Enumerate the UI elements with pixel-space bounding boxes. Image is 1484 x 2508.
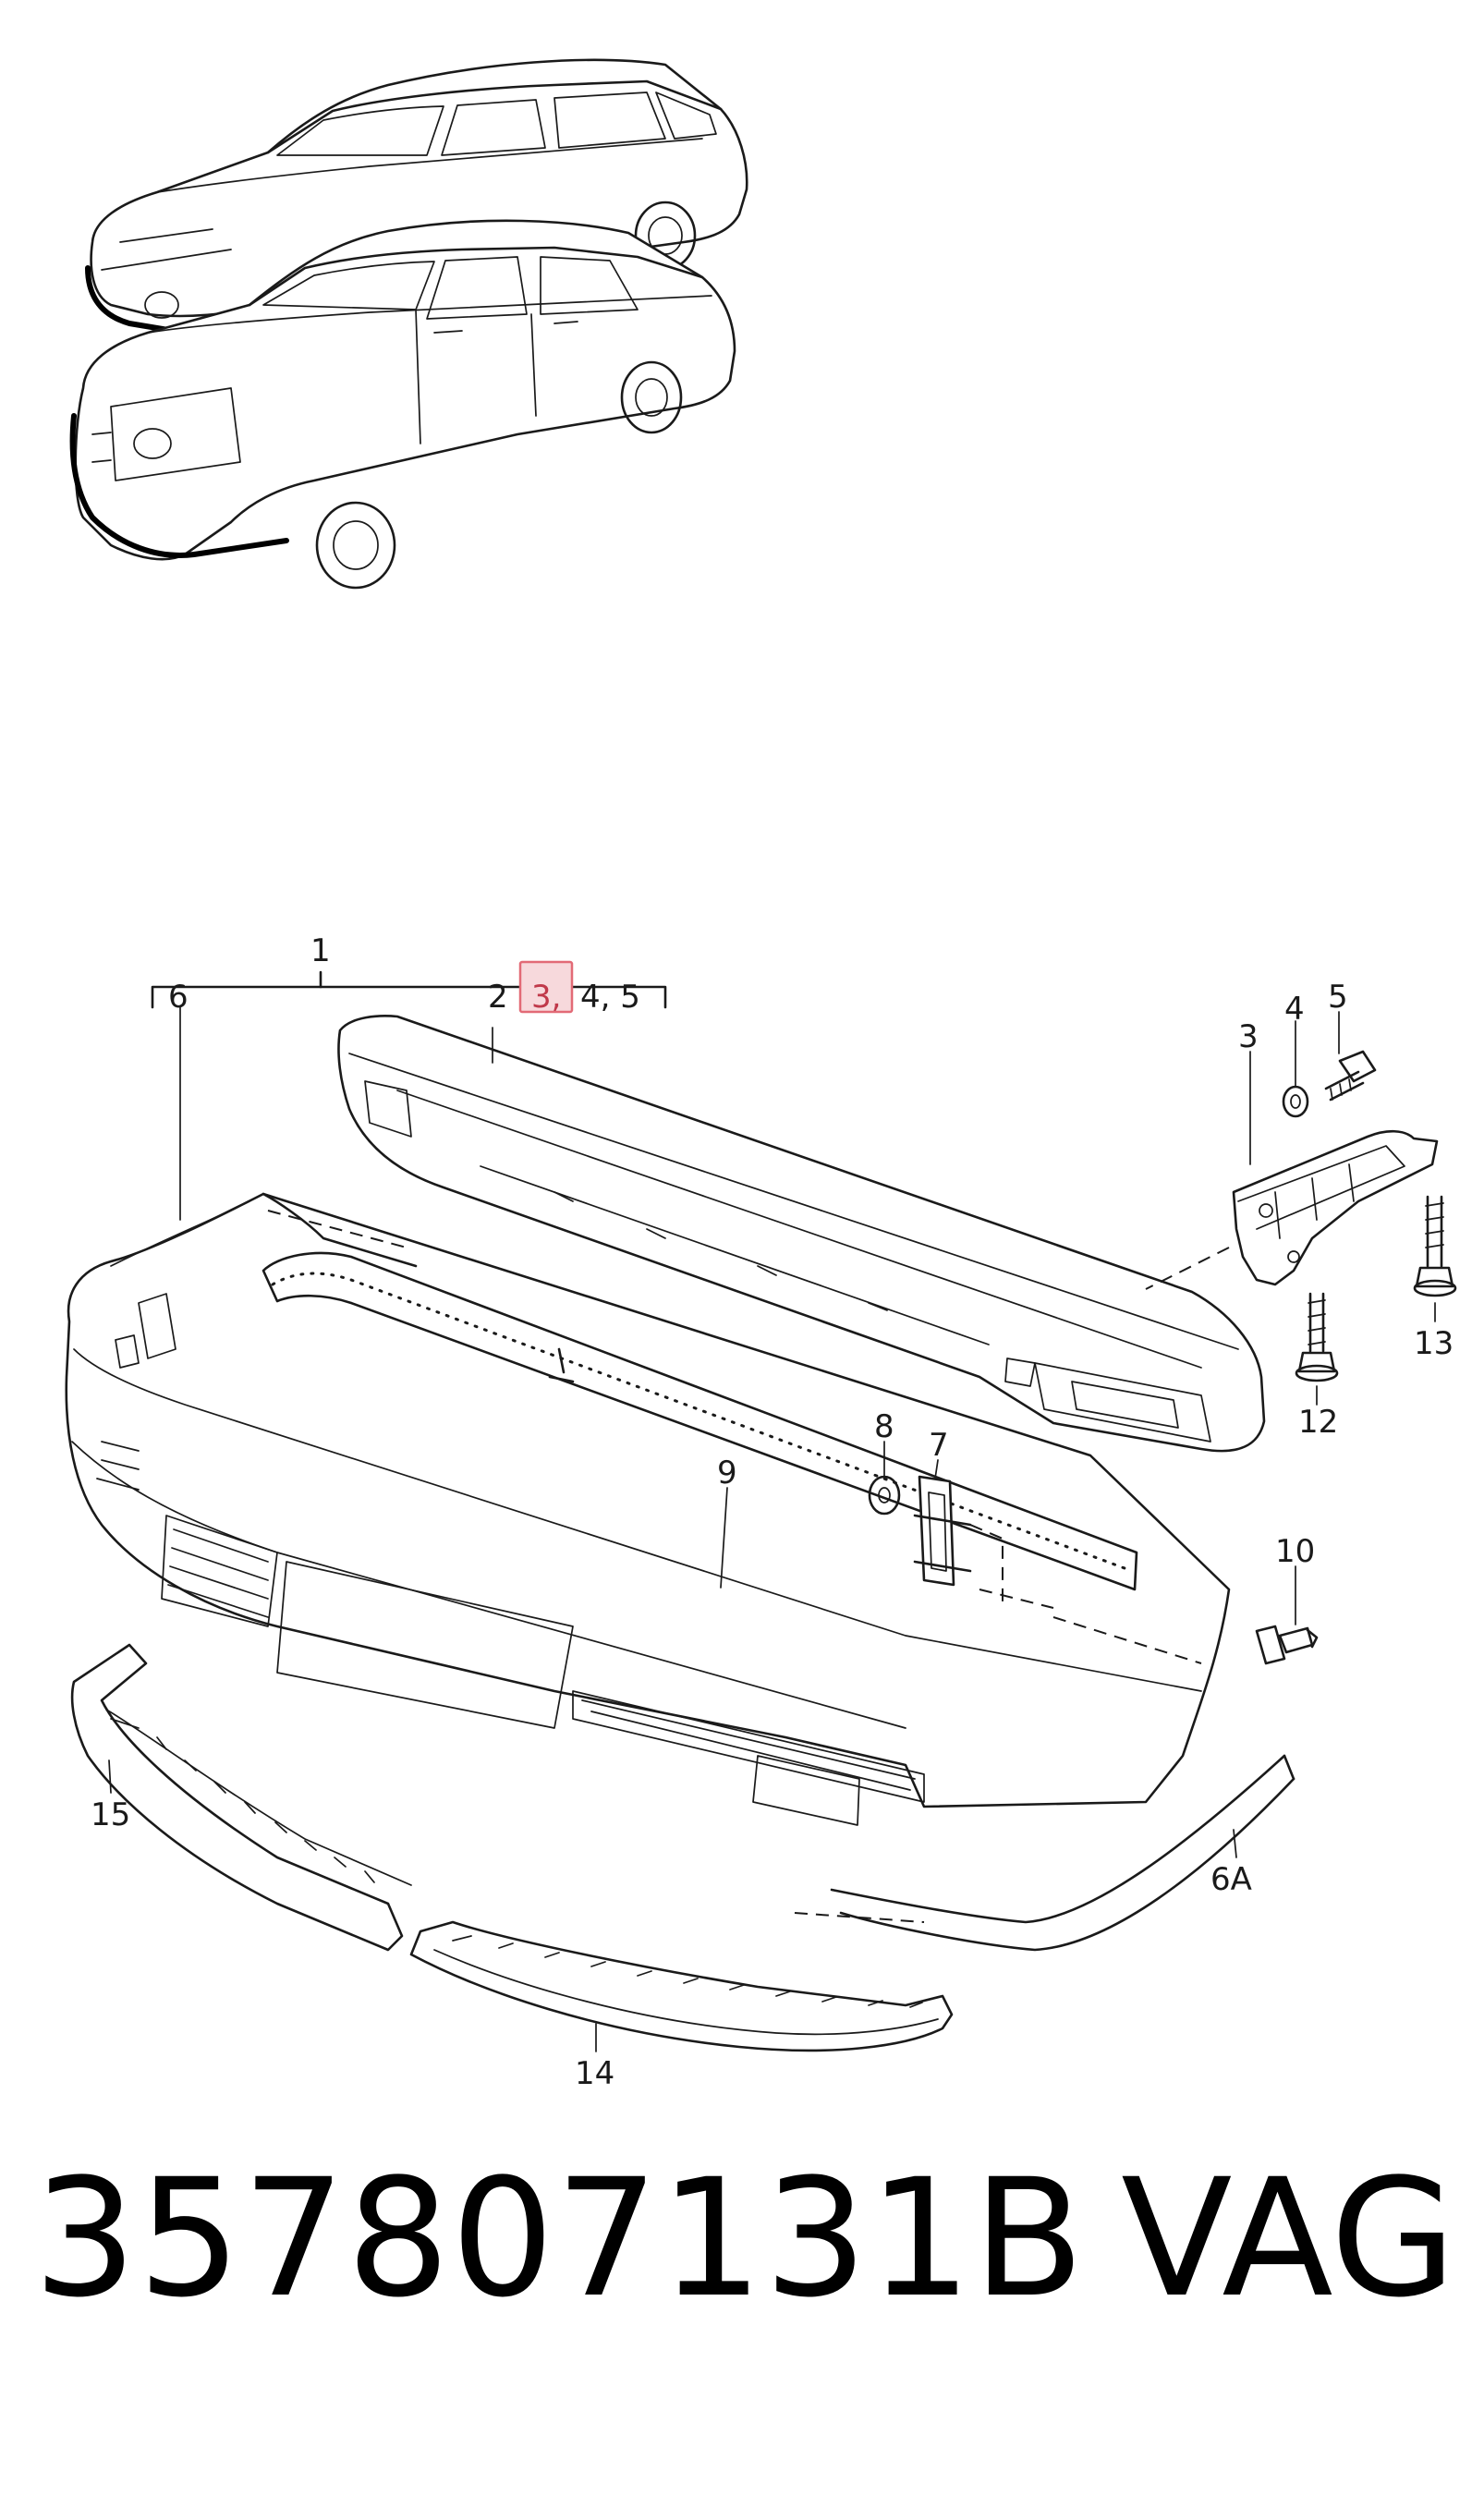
callout-labels: 1 2 3, 4, 5 6 3 4 5 8 7 9 10 12 13 15 6A… <box>91 932 1454 2092</box>
lower-spoiler-center <box>409 1920 954 2052</box>
leader-lines <box>108 1006 1436 2052</box>
trim-strip-6a <box>830 1754 1295 1952</box>
callout-3: 3 <box>1238 1018 1259 1055</box>
callout-5: 5 <box>1328 979 1348 1016</box>
screw-12 <box>1295 1292 1339 1382</box>
mounting-bracket <box>1145 1129 1439 1290</box>
grille-insert <box>262 1251 1138 1591</box>
brand-name: VAG <box>1121 2144 1456 2333</box>
bumper-cover <box>65 1192 1231 1923</box>
callout-6: 6 <box>168 979 189 1016</box>
clip-7 <box>913 1475 1004 1603</box>
screw-13 <box>1413 1195 1457 1297</box>
callout-3-highlighted: 3, <box>531 979 561 1016</box>
callout-12: 12 <box>1298 1404 1338 1441</box>
highlight-box <box>518 960 574 1014</box>
group-bracket <box>151 970 667 1009</box>
callout-10: 10 <box>1275 1533 1315 1570</box>
callout-15: 15 <box>91 1796 130 1833</box>
washer-4 <box>1282 1085 1309 1118</box>
callout-4: 4 <box>1284 991 1305 1028</box>
callout-9: 9 <box>717 1455 737 1491</box>
callout-14: 14 <box>575 2055 614 2092</box>
bolt-5 <box>1324 1050 1377 1102</box>
callout-13: 13 <box>1414 1325 1454 1362</box>
callout-8: 8 <box>874 1408 894 1445</box>
expanding-rivet-10 <box>1255 1625 1319 1665</box>
callout-4-5: 4, 5 <box>580 979 640 1016</box>
bumper-impact-absorber <box>337 1015 1266 1453</box>
sedan-illustration <box>69 219 736 590</box>
callout-6a: 6A <box>1210 1861 1252 1898</box>
caption: 357807131B VAG <box>33 2142 1456 2336</box>
callout-7: 7 <box>929 1427 949 1464</box>
callout-2: 2 <box>488 979 508 1016</box>
part-number: 357807131B <box>33 2144 1086 2333</box>
callout-1: 1 <box>310 932 331 969</box>
lower-spoiler-left <box>70 1643 412 1952</box>
